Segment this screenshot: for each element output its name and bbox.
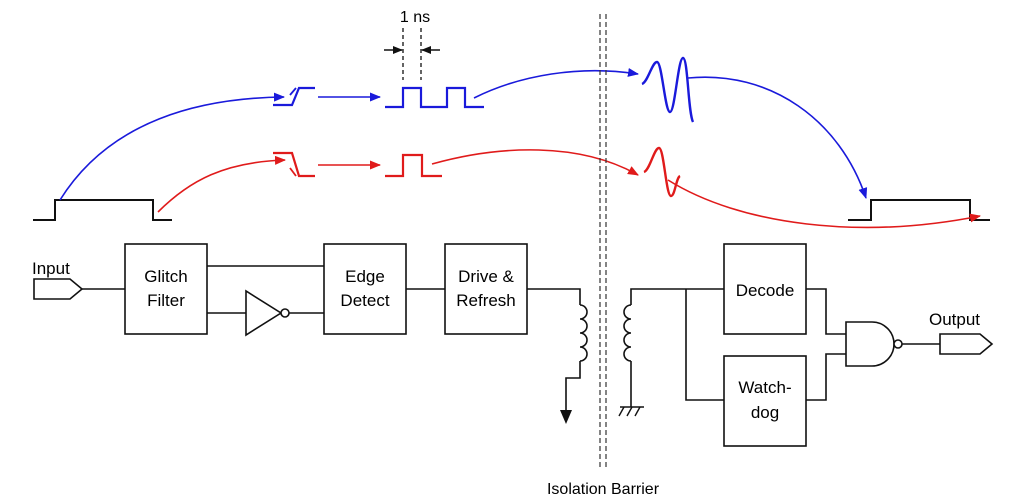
edge-detect-label-1: Edge — [345, 267, 385, 286]
drive-refresh-block — [444, 243, 528, 335]
wire-drive-primary — [527, 288, 581, 305]
nand-bubble — [893, 339, 903, 349]
drive-refresh-label-1: Drive & — [458, 267, 514, 286]
blue-arrow-input — [59, 92, 285, 201]
timing-annotation: 1 ns — [384, 9, 440, 80]
glitch-filter-block — [124, 243, 208, 335]
edge-detect-block — [323, 243, 407, 335]
glitch-filter-label-2: Filter — [147, 291, 185, 310]
glitch-filter-label-1: Glitch — [144, 267, 187, 286]
decode-label: Decode — [736, 281, 795, 300]
wire-primary-ground — [565, 361, 581, 412]
wire-secondary-watchdog — [685, 289, 724, 401]
primary-ground-arrow — [560, 410, 572, 424]
watchdog-block — [723, 355, 807, 447]
blue-burst — [641, 56, 695, 123]
input-label: Input — [32, 259, 70, 278]
wire-watchdog-gate — [806, 353, 846, 401]
red-single-pulse — [385, 153, 442, 178]
blue-double-pulse — [385, 86, 484, 109]
red-arrow-output — [667, 179, 981, 229]
blue-edge-pulse — [273, 86, 315, 107]
falling-edge-path — [157, 146, 981, 229]
red-arrow-input — [157, 155, 286, 213]
secondary-coil — [623, 304, 632, 362]
red-edge-pulse — [273, 151, 315, 178]
isolation-barrier: Isolation Barrier — [547, 14, 660, 498]
input-port — [33, 278, 84, 300]
red-arrow-barrier — [431, 149, 639, 176]
blue-arrow-output — [687, 76, 868, 199]
primary-coil — [579, 304, 588, 362]
edge-detect-label-2: Detect — [340, 291, 389, 310]
watchdog-label-2: dog — [751, 403, 779, 422]
red-edge-tick — [289, 167, 297, 177]
inverter-gate — [245, 289, 283, 337]
inverter-bubble — [280, 308, 290, 318]
output-label: Output — [929, 310, 980, 329]
input-waveform — [33, 199, 172, 221]
watchdog-label-1: Watch- — [738, 378, 791, 397]
rising-edge-path — [59, 56, 868, 201]
wire-secondary-decode — [630, 288, 724, 305]
output-waveform — [848, 199, 990, 221]
blue-edge-tick — [289, 87, 297, 96]
red-burst — [643, 146, 681, 198]
chassis-ground-icon — [618, 406, 644, 417]
drive-refresh-label-2: Refresh — [456, 291, 516, 310]
output-port — [939, 333, 994, 355]
wire-decode-gate — [806, 288, 846, 335]
barrier-label: Isolation Barrier — [547, 481, 660, 498]
nand-gate — [845, 321, 895, 367]
timing-label: 1 ns — [400, 9, 430, 26]
blue-arrow-barrier — [473, 68, 639, 99]
